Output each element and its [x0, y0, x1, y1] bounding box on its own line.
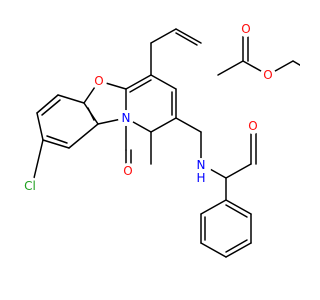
ester-single-oxygen-label: O	[263, 68, 272, 82]
amide-nitrogen-atom: N H	[191, 158, 211, 185]
bond	[33, 139, 44, 179]
bond	[150, 28, 177, 44]
bond	[36, 112, 44, 141]
amide-nitrogen-label: N	[197, 158, 206, 172]
bond	[125, 74, 152, 90]
chlorine-label: Cl	[24, 179, 36, 193]
bond	[41, 99, 61, 116]
ester-single-oxygen-atom: O	[260, 67, 276, 83]
bond	[42, 139, 70, 149]
amide-oxygen-atom: O	[245, 118, 261, 134]
pyridinone-carbonyl-oxygen-atom: O	[120, 163, 136, 179]
molecule-structure: O O O N O N H O	[21, 21, 300, 258]
bond	[175, 28, 202, 44]
bond	[175, 32, 198, 46]
bond	[217, 60, 244, 76]
chlorine-atom: Cl	[21, 177, 39, 195]
atom-layer: O O O N O N H O	[21, 21, 276, 195]
ester-carbonyl-oxygen-atom: O	[238, 21, 254, 37]
ring-nitrogen-label: N	[122, 111, 131, 125]
bond	[200, 199, 227, 215]
bond	[292, 60, 300, 66]
bond	[200, 242, 227, 258]
pyridinone-carbonyl-oxygen-label: O	[123, 164, 132, 178]
bond	[175, 117, 202, 133]
bond	[57, 94, 85, 104]
bond	[150, 117, 177, 133]
ring-oxygen-label: O	[94, 74, 103, 88]
bond	[225, 239, 248, 253]
bond	[36, 94, 59, 114]
ring-nitrogen-atom: N	[118, 110, 134, 126]
bond	[87, 107, 95, 121]
bond	[150, 74, 177, 90]
bond	[225, 242, 252, 258]
bond	[46, 135, 68, 144]
bond	[225, 163, 252, 179]
ring-oxygen-atom: O	[91, 73, 107, 89]
bond	[225, 199, 252, 215]
bond	[225, 204, 248, 218]
ester-carbonyl-oxygen-label: O	[241, 22, 250, 36]
bond	[68, 123, 99, 149]
amide-oxygen-label: O	[248, 119, 257, 133]
amide-hydrogen-label: H	[196, 171, 205, 185]
bond	[129, 79, 152, 93]
bond-layer	[33, 28, 300, 258]
